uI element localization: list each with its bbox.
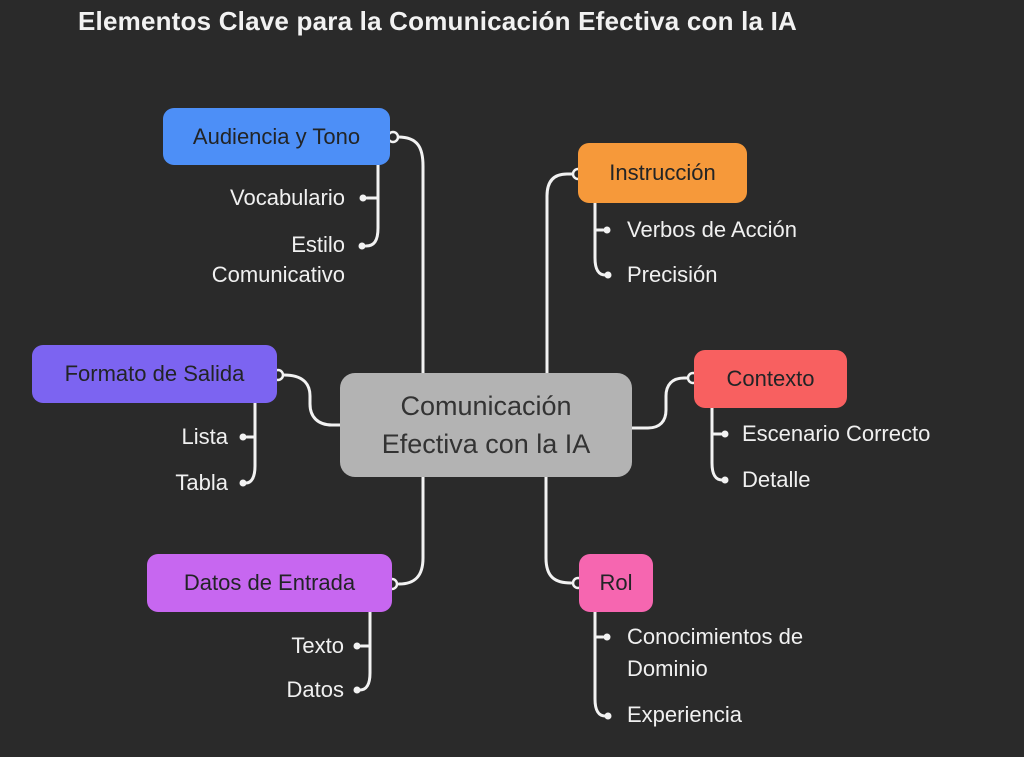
leaf-lista: Lista bbox=[181, 424, 228, 449]
dot-estilo bbox=[358, 242, 366, 250]
dot-vocabulario bbox=[359, 194, 367, 202]
leaf-tabla: Tabla bbox=[175, 470, 228, 495]
dot-experiencia bbox=[604, 712, 612, 720]
dot-lista bbox=[239, 433, 247, 441]
leaf-escenario-correcto: Escenario Correcto bbox=[742, 421, 931, 446]
leaf-estilo-comunicativo: Estilo Comunicativo bbox=[211, 232, 345, 287]
dot-escenario bbox=[721, 430, 729, 438]
page-title: Elementos Clave para la Comunicación Efe… bbox=[78, 6, 798, 36]
node-datos-de-entrada: Datos de Entrada bbox=[147, 554, 392, 612]
connector-formato-children bbox=[244, 401, 257, 485]
leaf-detalle: Detalle bbox=[742, 467, 811, 492]
leaf-conocimientos-de-dominio: Conocimientos de Dominio bbox=[627, 624, 804, 681]
leaf-verbos-de-accion: Verbos de Acción bbox=[627, 217, 798, 242]
node-central: Comunicación Efectiva con la IA bbox=[340, 373, 632, 477]
connector-central-rol bbox=[544, 475, 573, 585]
connector-central-contexto bbox=[630, 376, 689, 430]
dot-datos bbox=[353, 686, 361, 694]
node-rol: Rol bbox=[579, 554, 653, 612]
leaf-vocabulario: Vocabulario bbox=[230, 185, 345, 210]
dot-precision bbox=[604, 271, 612, 279]
connector-audiencia-central bbox=[396, 135, 425, 375]
connector-instruccion-children bbox=[593, 201, 607, 277]
leaf-experiencia: Experiencia bbox=[627, 702, 742, 727]
dot-tabla bbox=[239, 479, 247, 487]
connector-instruccion-central bbox=[545, 172, 574, 375]
connector-rol-children bbox=[593, 610, 607, 718]
dot-conocimientos bbox=[603, 633, 611, 641]
connector-datos-children bbox=[358, 610, 372, 692]
node-contexto: Contexto bbox=[694, 350, 847, 408]
leaf-precision: Precisión bbox=[627, 262, 718, 287]
connector-audiencia-children bbox=[364, 163, 380, 248]
connector-central-datos bbox=[397, 475, 425, 586]
dot-detalle bbox=[721, 476, 729, 484]
node-formato-de-salida: Formato de Salida bbox=[32, 345, 277, 403]
leaf-texto: Texto bbox=[291, 633, 344, 658]
node-instruccion: Instrucción bbox=[578, 143, 747, 203]
leaf-datos: Datos bbox=[286, 677, 344, 702]
dot-verbos bbox=[603, 226, 611, 234]
node-central-label: Comunicación Efectiva con la IA bbox=[381, 391, 591, 459]
connector-contexto-children bbox=[710, 406, 724, 482]
connector-formato-central bbox=[282, 373, 342, 427]
dot-texto bbox=[353, 642, 361, 650]
node-audiencia-y-tono: Audiencia y Tono bbox=[163, 108, 390, 165]
